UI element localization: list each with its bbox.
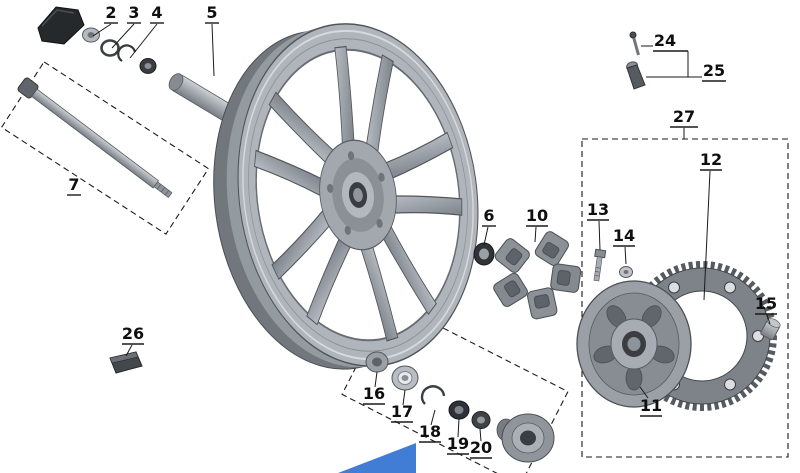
seal-part-6	[473, 242, 495, 266]
bearing-part-17	[391, 365, 419, 391]
valve-stem-part-25	[626, 61, 646, 90]
callout-25: 25	[703, 61, 725, 80]
callout-3: 3	[128, 3, 139, 22]
bolt-part-13	[593, 248, 607, 282]
end-stop-part	[37, 6, 85, 45]
washer-part-2	[82, 27, 100, 43]
callout-16: 16	[363, 384, 385, 403]
seal-part-19	[448, 400, 470, 420]
spacer-part-15	[760, 318, 781, 341]
spacer-ring-part	[139, 58, 157, 74]
callout-12: 12	[700, 150, 722, 169]
hub-sleeve-part	[496, 413, 555, 463]
circlip-part-4	[117, 44, 137, 62]
callout-24: 24	[654, 31, 676, 50]
callout-labels: 2 3 4 5 7 26 6 10 13 14 12 15 11 16 17 1…	[68, 3, 777, 457]
callout-19: 19	[447, 434, 469, 453]
callout-17: 17	[391, 402, 413, 421]
callout-10: 10	[526, 206, 548, 225]
callout-4: 4	[151, 3, 162, 22]
callout-5: 5	[206, 3, 217, 22]
group-box-27	[581, 138, 789, 458]
callout-13: 13	[587, 200, 609, 219]
callout-26: 26	[122, 324, 144, 343]
o-ring-part-3	[100, 39, 120, 57]
callout-leader-lines	[92, 23, 771, 442]
callout-14: 14	[613, 226, 635, 245]
group-box-axle-7	[0, 61, 210, 235]
circlip-part-18	[420, 385, 446, 405]
callout-15: 15	[755, 294, 777, 313]
callout-6: 6	[483, 206, 494, 225]
wedge-part-26	[109, 351, 143, 374]
callout-18: 18	[419, 422, 441, 441]
callout-2: 2	[105, 3, 116, 22]
valve-core-part-24	[629, 31, 640, 56]
axle-part-7	[17, 77, 173, 199]
callout-11: 11	[640, 396, 662, 415]
callout-underlines	[67, 22, 777, 459]
rear-wheel	[213, 23, 479, 370]
bushing-part-16	[365, 351, 389, 373]
callout-27: 27	[673, 107, 695, 126]
callout-7: 7	[68, 175, 79, 194]
sprocket-carrier-part-11	[576, 280, 692, 408]
callout-20: 20	[470, 438, 492, 457]
washer-part-14	[619, 266, 633, 278]
spacer-part-20	[471, 411, 491, 429]
cush-drive-dampers-part-10	[493, 231, 582, 320]
watermark-triangle	[338, 443, 416, 473]
